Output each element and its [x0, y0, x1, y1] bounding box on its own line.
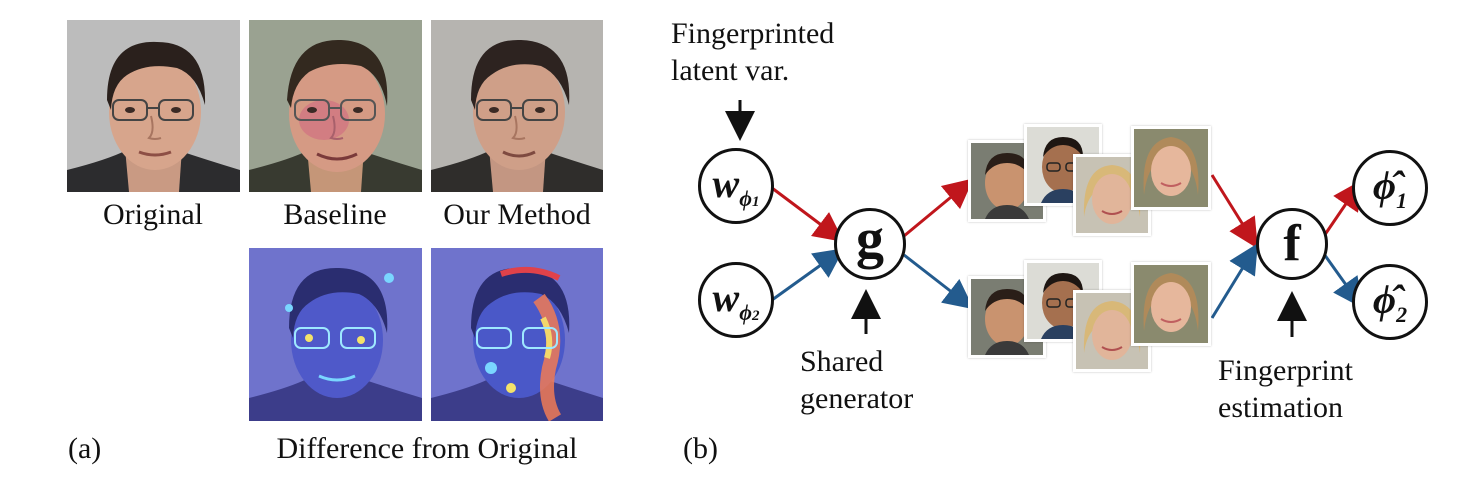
f-label: f	[1283, 215, 1301, 272]
w1-label: wϕ1	[712, 161, 760, 211]
w2-label: wϕ2	[712, 275, 760, 325]
output-node-phi2: ϕ̂2	[1352, 264, 1428, 340]
g-label: g	[856, 208, 884, 270]
shared-label-line1: Shared	[800, 345, 884, 378]
original-face-image	[67, 20, 240, 192]
generator-node-g: g	[834, 208, 906, 280]
caption-our-method: Our Method	[443, 198, 591, 231]
arrow-g-to-faces-bottom	[903, 253, 974, 310]
panel-b-tag: (b)	[683, 432, 718, 465]
caption-baseline: Baseline	[283, 198, 387, 231]
face-image	[1131, 262, 1211, 346]
difference-caption: Difference from Original	[276, 432, 578, 465]
baseline-face-image	[249, 20, 422, 192]
caption-original: Original	[103, 198, 203, 231]
arrow-g-to-faces-top	[903, 178, 974, 238]
latent-node-w1: wϕ1	[698, 148, 774, 224]
arrow-faces-top-to-f	[1210, 174, 1258, 249]
baseline-difference-heatmap	[249, 248, 422, 421]
arrow-w1-to-g	[771, 186, 844, 242]
face-image	[1131, 126, 1211, 210]
estimator-node-f: f	[1256, 208, 1328, 280]
phi2-label: ϕ̂2	[1372, 277, 1408, 327]
estimation-label-line1: Fingerprint	[1218, 354, 1353, 387]
arrow-f-to-phi2	[1322, 253, 1363, 309]
panel-a-tag: (a)	[68, 432, 102, 465]
arrow-faces-bottom-to-f	[1210, 243, 1258, 319]
fingerprinted-label-line2: latent var.	[671, 54, 790, 87]
output-node-phi1: ϕ̂1	[1352, 150, 1428, 226]
latent-node-w2: wϕ2	[698, 262, 774, 338]
estimation-label-line2: estimation	[1218, 391, 1343, 424]
phi1-label: ϕ̂1	[1372, 163, 1408, 213]
our-method-face-image	[431, 20, 603, 192]
fingerprinted-label-line1: Fingerprinted	[671, 17, 835, 50]
arrow-f-to-phi1	[1322, 179, 1363, 237]
our-method-difference-heatmap	[431, 248, 603, 421]
shared-label-line2: generator	[800, 382, 914, 415]
arrow-w2-to-g	[771, 248, 845, 302]
